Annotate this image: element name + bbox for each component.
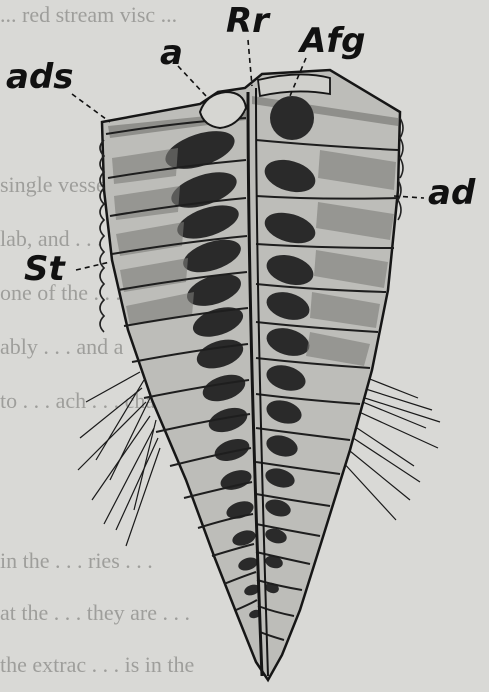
label-rr: Rr	[226, 4, 269, 38]
label-st: St	[24, 252, 65, 286]
label-a: a	[160, 36, 183, 70]
label-afg: Afg	[300, 24, 365, 58]
label-ad: ad	[428, 176, 475, 210]
label-ads: ads	[6, 60, 74, 94]
